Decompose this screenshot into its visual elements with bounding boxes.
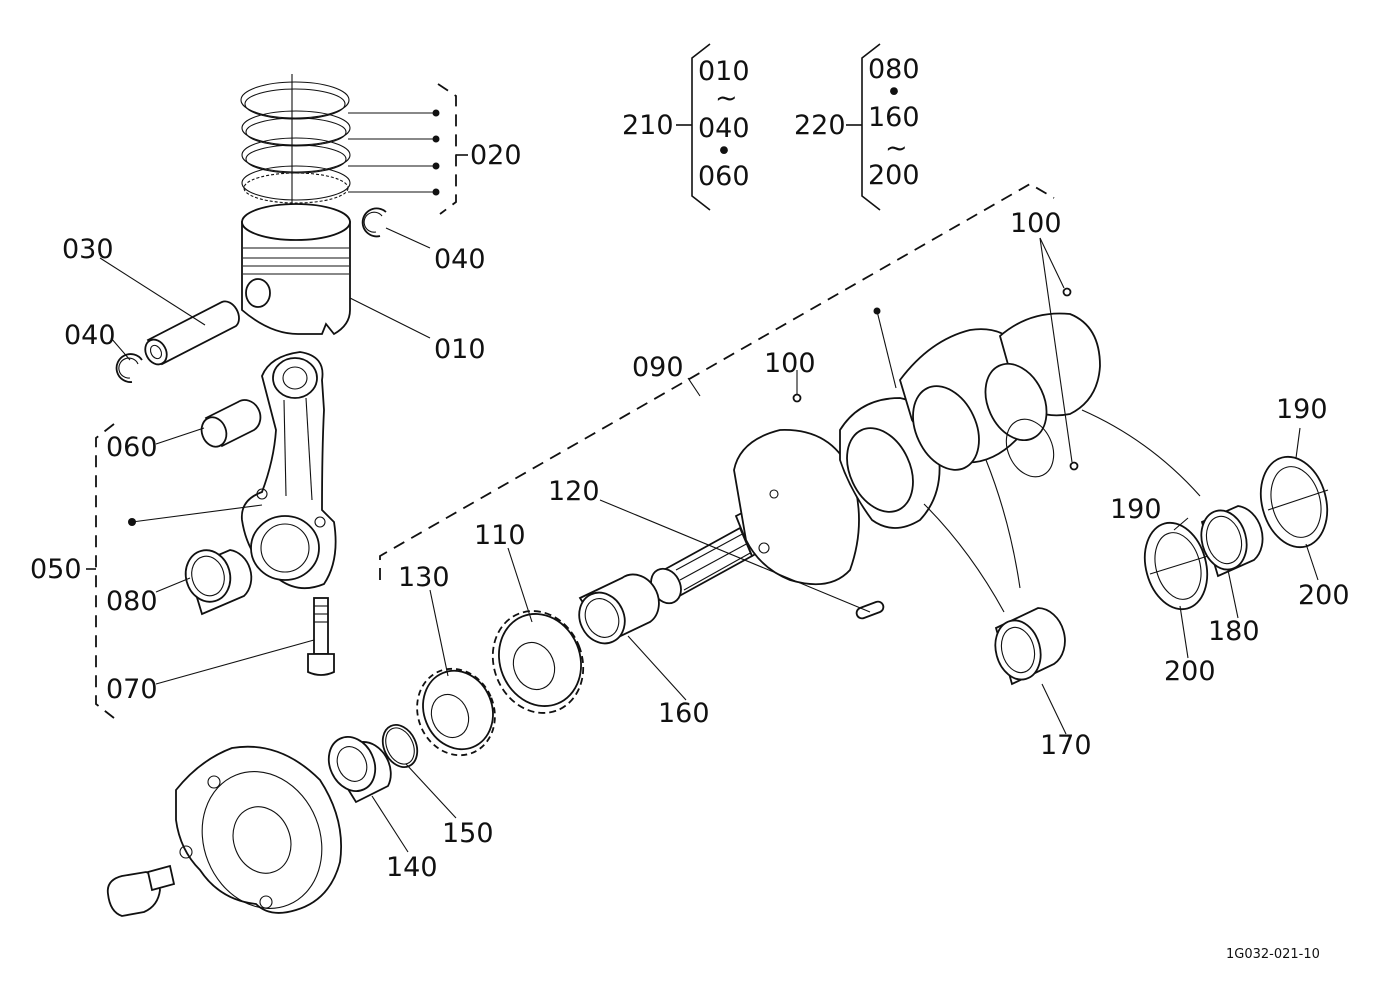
label-160: 160	[658, 698, 710, 729]
label-060: 060	[106, 432, 158, 463]
crankshaft-group-outline	[379, 182, 1055, 580]
label-180: 180	[1208, 616, 1260, 647]
label-200-outer: 200	[1298, 580, 1350, 611]
set-220-item-1: 080	[868, 54, 920, 85]
main-bearing	[923, 459, 1066, 686]
set-210-id: 210	[622, 110, 674, 141]
crankshaft	[650, 307, 1101, 605]
flywheel-hub	[175, 745, 343, 914]
set-220-item-3: 160	[868, 102, 920, 133]
set-220-group: 220 080 • 160 ~ 200	[794, 43, 920, 211]
label-100-front: 100	[764, 348, 816, 379]
piston-pin	[144, 300, 240, 366]
flange-bolt	[106, 864, 176, 917]
leader-lines	[99, 227, 1319, 853]
set-210-item-2: ~	[715, 83, 738, 114]
label-080: 080	[106, 586, 158, 617]
connecting-rod	[240, 351, 337, 590]
label-070: 070	[106, 674, 158, 705]
label-200-inner: 200	[1164, 656, 1216, 687]
circlip-lower	[115, 353, 143, 383]
label-100-rear: 100	[1010, 208, 1062, 239]
oil-plugs	[792, 237, 1079, 471]
piston-rings	[240, 74, 351, 320]
label-130: 130	[398, 562, 450, 593]
rear-bearing	[1081, 409, 1264, 578]
set-210-item-4: •	[716, 136, 732, 167]
circlip-upper	[361, 207, 387, 238]
collar	[327, 736, 392, 804]
set-220-item-2: •	[886, 77, 902, 108]
o-ring	[381, 724, 419, 768]
drawing-reference: 1G032-021-10	[1226, 947, 1320, 962]
label-030: 030	[62, 234, 114, 265]
conrod-assembly-bracket	[86, 423, 263, 719]
front-bushing	[578, 573, 660, 645]
big-end-bearing	[184, 549, 253, 616]
piston	[241, 203, 351, 336]
set-210-item-5: 060	[698, 161, 750, 192]
ring-leaders	[348, 83, 468, 215]
thrust-washer-outer	[1259, 455, 1329, 549]
thrust-washer-inner	[1143, 521, 1209, 611]
set-210-item-3: 040	[698, 113, 750, 144]
label-170: 170	[1040, 730, 1092, 761]
label-010: 010	[434, 334, 486, 365]
label-190-outer: 190	[1276, 394, 1328, 425]
label-020: 020	[470, 140, 522, 171]
small-end-bushing	[200, 399, 262, 448]
set-210-group: 210 010 ~ 040 • 060	[622, 43, 750, 211]
woodruff-key	[855, 600, 885, 620]
label-140: 140	[386, 852, 438, 883]
label-190-inner: 190	[1110, 494, 1162, 525]
label-150: 150	[442, 818, 494, 849]
crank-gear-130	[416, 667, 496, 757]
label-040-upper: 040	[434, 244, 486, 275]
set-220-item-5: 200	[868, 160, 920, 191]
set-210-item-1: 010	[698, 56, 750, 87]
label-050: 050	[30, 554, 82, 585]
set-220-item-4: ~	[885, 133, 908, 164]
label-120: 120	[548, 476, 600, 507]
label-110: 110	[474, 520, 526, 551]
conrod-bolt	[307, 597, 335, 676]
crank-gear-110	[491, 610, 585, 714]
label-040-lower: 040	[64, 320, 116, 351]
part-labels: 020 030 040 040 010 060 050 080 070 090 …	[30, 140, 1350, 883]
label-090: 090	[632, 352, 684, 383]
set-220-id: 220	[794, 110, 846, 141]
